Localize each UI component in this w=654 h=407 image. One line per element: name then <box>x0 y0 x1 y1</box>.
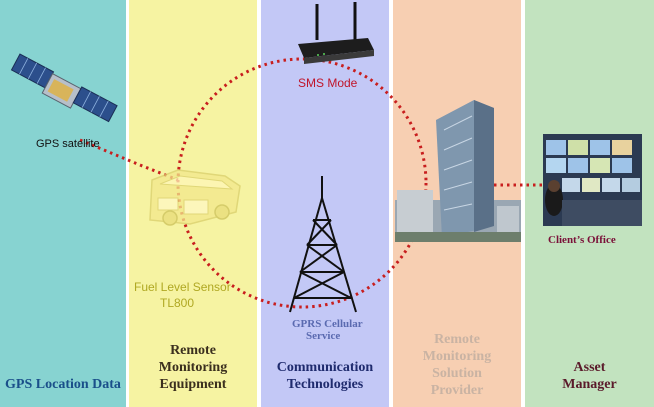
fuel-sensor-label: Fuel Level Sensor <box>134 280 231 294</box>
footer-gps-location: GPS Location Data <box>5 377 121 392</box>
satellite-icon <box>10 53 118 123</box>
gprs-label: GPRS Cellular <box>292 318 363 330</box>
clients-office-label: Client’s Office <box>548 234 616 246</box>
gps-satellite-label: GPS satellite <box>36 138 100 150</box>
footer-communication-technologies: Communication Technologies <box>276 360 374 392</box>
sms-mode-label: SMS Mode <box>298 76 358 90</box>
gprs-service-label: Service <box>306 330 341 342</box>
router-icon <box>298 2 374 64</box>
footer-asset-manager: Asset Manager <box>562 360 617 392</box>
network-ring <box>176 57 428 309</box>
footer-solution-provider: Remote Monitoring Solution Provider <box>422 332 492 398</box>
column-communication-technologies <box>261 0 389 407</box>
control-room-icon <box>543 134 642 226</box>
cell-tower-icon <box>289 176 357 313</box>
footer-remote-monitoring-equipment: Remote Monitoring Equipment <box>158 343 228 392</box>
fuel-sensor-model-label: TL800 <box>160 296 195 310</box>
truck-icon <box>149 169 241 226</box>
office-building-icon <box>395 100 521 242</box>
